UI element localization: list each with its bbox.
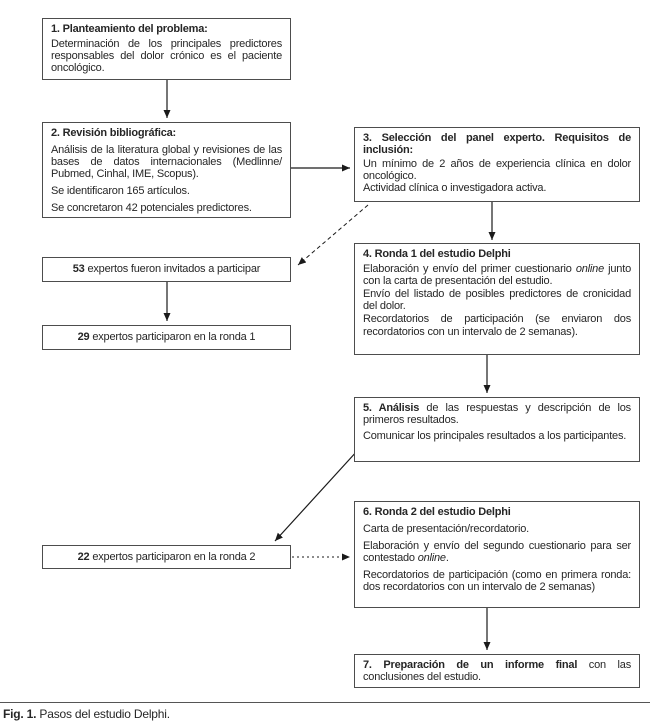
step1-title: 1. Planteamiento del problema: xyxy=(51,23,208,35)
step2-box: 2. Revisión bibliográfica: Análisis de l… xyxy=(42,122,291,218)
experts-round2-count: 22 xyxy=(77,550,90,563)
step2-text-1: Análisis de la literatura global y revis… xyxy=(51,144,282,181)
step5-box: 5. Análisis de las respuestas y descripc… xyxy=(354,397,640,462)
step4-text-3: Recordatorios de participación (se envia… xyxy=(363,313,631,338)
experts-round1-label: 29 expertos participaron en la ronda 1 xyxy=(77,331,256,344)
step6-text-1: Carta de presentación/recordatorio. xyxy=(363,523,530,536)
step1-text: Determinación de los principales predict… xyxy=(51,38,282,75)
step6-text-3: Recordatorios de participación (como en … xyxy=(363,569,631,594)
caption-divider xyxy=(0,702,650,703)
step7-box: 7. Preparación de un informe final con l… xyxy=(354,654,640,688)
online-italic: online xyxy=(575,263,605,276)
experts-invited-label: 53 expertos fueron invitados a participa… xyxy=(72,263,261,276)
experts-round2-box: 22 expertos participaron en la ronda 2 xyxy=(42,545,291,569)
step3-text-1: Un mínimo de 2 años de experiencia clíni… xyxy=(363,158,631,183)
step6-box: 6. Ronda 2 del estudio Delphi Carta de p… xyxy=(354,501,640,608)
step3-box: 3. Selección del panel experto. Requisit… xyxy=(354,127,640,202)
arrow-step3-to-experts-invited-dashed xyxy=(297,204,369,266)
caption-label: Fig. 1. xyxy=(3,707,37,721)
online-italic: online xyxy=(417,552,446,565)
step2-title: 2. Revisión bibliográfica: xyxy=(51,127,176,139)
experts-round1-count: 29 xyxy=(77,331,90,344)
step3-title: 3. Selección del panel experto. Requisit… xyxy=(363,132,631,157)
caption-text: Pasos del estudio Delphi. xyxy=(36,707,170,721)
step4-title: 4. Ronda 1 del estudio Delphi xyxy=(363,248,511,260)
step6-text-2: Elaboración y envío del segundo cuestion… xyxy=(363,540,631,565)
step7-title: 7. Preparación de un informe final con l… xyxy=(363,659,632,684)
step5-title: 5. Análisis de las respuestas y descripc… xyxy=(363,402,631,427)
experts-round2-label: 22 expertos participaron en la ronda 2 xyxy=(77,550,256,563)
step5-text: Comunicar los principales resultados a l… xyxy=(363,430,627,443)
experts-invited-count: 53 xyxy=(72,263,85,276)
step4-text-2: Envío del listado de posibles predictore… xyxy=(363,288,631,313)
step2-text-3: Se concretaron 42 potenciales predictore… xyxy=(51,202,252,215)
step1-box: 1. Planteamiento del problema: Determina… xyxy=(42,18,291,80)
step2-text-2: Se identificaron 165 artículos. xyxy=(51,185,190,198)
step4-text-1: Elaboración y envío del primer cuestiona… xyxy=(363,263,631,288)
step6-title: 6. Ronda 2 del estudio Delphi xyxy=(363,506,511,518)
step3-text-2: Actividad clínica o investigadora activa… xyxy=(363,182,547,195)
experts-round1-box: 29 expertos participaron en la ronda 1 xyxy=(42,325,291,350)
arrow-step5-to-experts-round2 xyxy=(274,449,359,542)
experts-invited-box: 53 expertos fueron invitados a participa… xyxy=(42,257,291,282)
step4-box: 4. Ronda 1 del estudio Delphi Elaboració… xyxy=(354,243,640,355)
figure-caption: Fig. 1. Pasos del estudio Delphi. xyxy=(3,707,170,721)
